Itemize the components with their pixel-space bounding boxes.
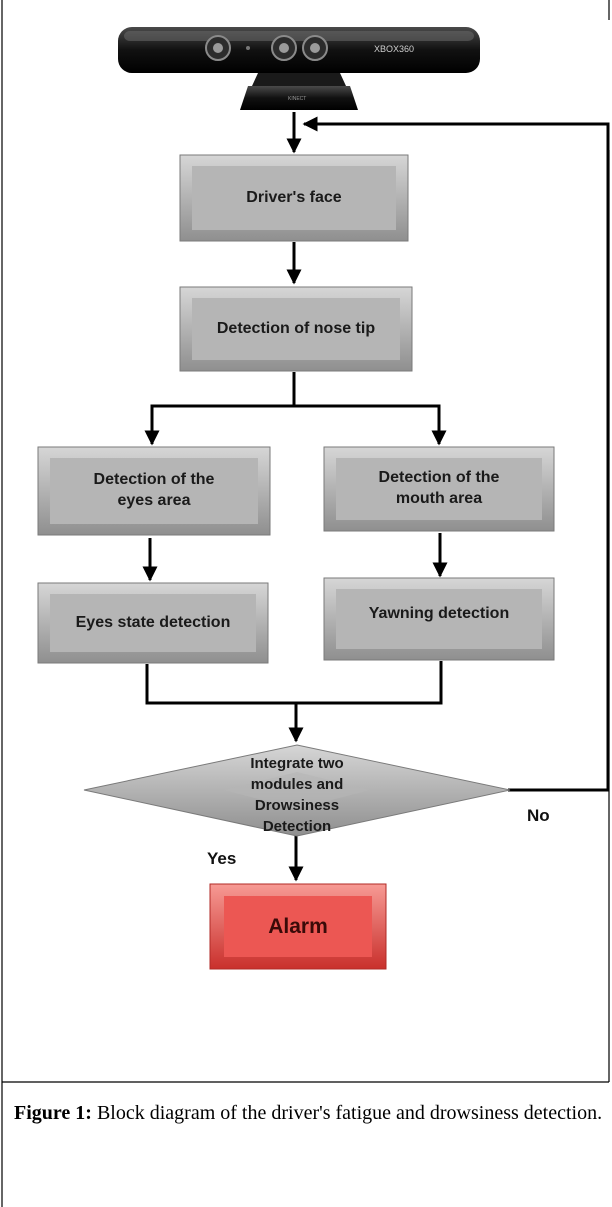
box-eyes-state: [37, 582, 269, 664]
node-nose-tip: Detection of nose tip: [216, 319, 376, 337]
kinect-sensor-icon: [118, 27, 480, 110]
node-drivers-face: Driver's face: [246, 188, 342, 206]
edge-decision-no-loop: [302, 116, 610, 792]
figure-caption: Figure 1: Block diagram of the driver's …: [14, 1098, 604, 1128]
kinect-base-label: KINECT: [288, 96, 306, 102]
box-alarm: [209, 883, 387, 970]
caption-text: Block diagram of the driver's fatigue an…: [91, 1102, 603, 1124]
node-alarm: Alarm: [268, 914, 328, 938]
edge-merge: [145, 661, 443, 705]
edge-label-yes: Yes: [207, 849, 237, 868]
node-mouth-area: Detection of the mouth area: [378, 469, 500, 507]
box-yawning: [323, 577, 555, 661]
decision-diamond: [83, 744, 511, 837]
caption-label: Figure 1:: [14, 1102, 92, 1124]
node-eyes-area: Detection of the eyes area: [93, 471, 215, 509]
node-yawning: Yawning detection: [368, 604, 510, 622]
node-eyes-state: Eyes state detection: [75, 613, 231, 631]
node-decision: Integrate two modules and Drowsiness Det…: [250, 755, 344, 835]
box-mouth-area: [323, 446, 555, 532]
box-eyes-area: [37, 446, 271, 536]
box-nose-tip: [179, 286, 413, 372]
edge-nose-split-right: [294, 404, 447, 446]
kinect-label: XBOX360: [374, 44, 414, 54]
edge-label-no: No: [527, 806, 550, 825]
edge-nose-split: [144, 372, 296, 446]
box-drivers-face: [179, 154, 409, 242]
